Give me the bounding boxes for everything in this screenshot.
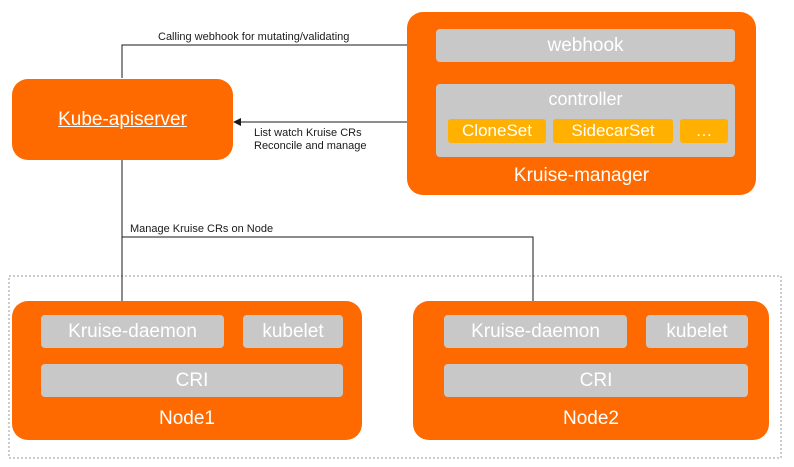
sidecarset-chip: SidecarSet [553,119,673,143]
list-watch-line1: List watch Kruise CRs [254,127,362,139]
nodes-group-border [8,275,782,459]
kube-apiserver-label[interactable]: Kube-apiserver [58,108,187,130]
kube-apiserver-box[interactable]: Kube-apiserver [12,79,233,160]
node2-kruise-daemon: Kruise-daemon [444,315,627,348]
webhook-box: webhook [436,29,735,62]
controller-label: controller [548,88,623,109]
node1-box: Kruise-daemon kubelet CRI Node1 [12,301,362,440]
node2-box: Kruise-daemon kubelet CRI Node2 [413,301,769,440]
webhook-call-arrow [121,41,432,78]
node1-title: Node1 [159,408,215,429]
more-controllers-chip: … [680,119,728,143]
kruise-manager-title: Kruise-manager [513,165,650,186]
node2-cri: CRI [444,364,748,397]
manage-nodes-label: Manage Kruise CRs on Node [130,223,274,235]
node1-kruise-daemon: Kruise-daemon [41,315,224,348]
list-watch-label: List watch Kruise CRs Reconcile and mana… [254,127,367,153]
list-watch-line2: Reconcile and manage [254,140,367,152]
webhook-call-label: Calling webhook for mutating/validating [158,31,350,43]
controller-box: controller CloneSet SidecarSet … [436,84,735,157]
node1-kubelet: kubelet [243,315,343,348]
kruise-manager-box: webhook controller CloneSet SidecarSet …… [407,12,756,195]
node1-cri: CRI [41,364,343,397]
cloneset-chip: CloneSet [448,119,546,143]
node2-manage-arrow [122,236,537,312]
node2-title: Node2 [563,408,619,429]
node2-kubelet: kubelet [646,315,748,348]
